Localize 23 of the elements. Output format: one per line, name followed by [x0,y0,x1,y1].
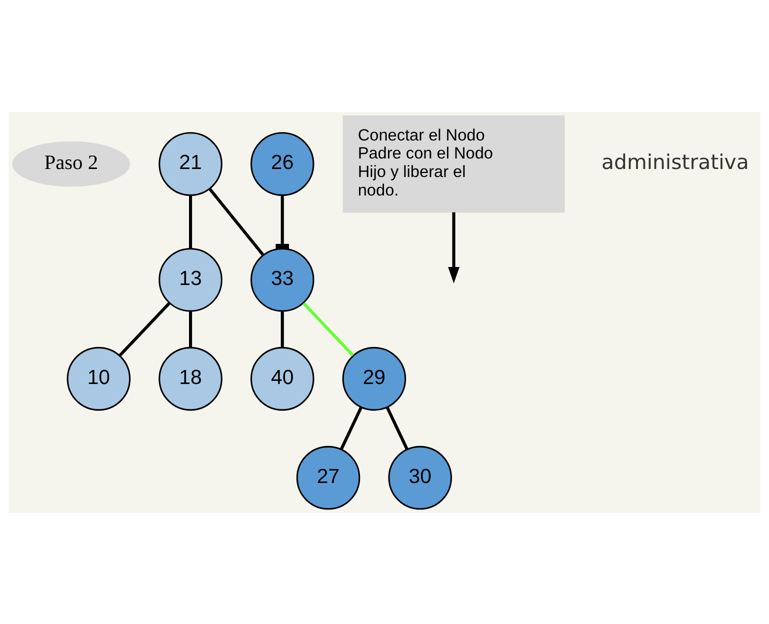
node-circle: 13 [158,247,222,312]
connector [280,310,284,348]
node-circle: 21 [158,132,222,196]
connector [276,194,289,248]
node-circle: 30 [388,445,452,510]
node-circle: 40 [250,346,314,410]
node-circle: 26 [250,132,314,196]
connector [386,406,408,450]
label: administrativa [602,150,749,174]
node-box: Conectar el Nodo Padre con el Nodo Hijo y liberar el nodo. [342,114,565,212]
node-ellipse: Paso 2 [12,140,130,186]
node-circle: 33 [250,247,314,312]
connector [340,406,363,450]
node-circle: 27 [296,445,360,510]
arrow [448,212,460,283]
connector [302,302,354,356]
connector [118,302,170,356]
connector [189,194,192,248]
node-circle: 18 [158,346,222,410]
node-circle: 29 [342,346,406,410]
connector [208,187,264,256]
connector [189,310,192,348]
node-circle: 10 [66,346,131,410]
